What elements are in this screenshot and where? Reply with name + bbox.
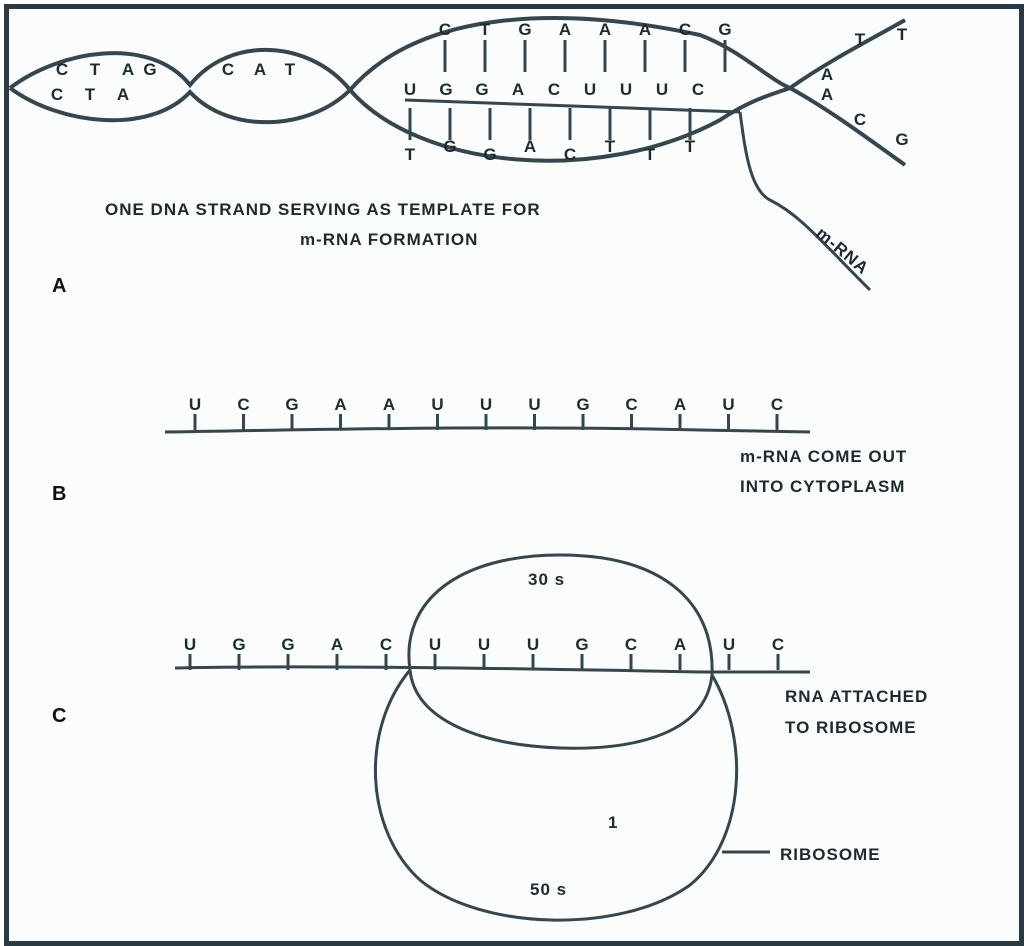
base-letter: C	[222, 60, 234, 79]
section-letter-c: C	[52, 705, 66, 727]
base-letter: T	[897, 25, 908, 44]
section-letter-b: B	[52, 483, 66, 505]
base-letter: A	[821, 65, 833, 84]
dna-helix	[8, 16, 907, 292]
base-letter: T	[85, 85, 96, 104]
base-letter: U	[620, 80, 632, 99]
base-letter: U	[480, 395, 492, 414]
mrna-strand-c	[174, 665, 810, 674]
base-letter: T	[605, 137, 616, 156]
mrna-strand-label: m-RNA	[812, 224, 872, 279]
large-subunit-label: 50 s	[530, 880, 567, 899]
ribosome-small-subunit	[407, 553, 714, 750]
caption-c-line2: TO RIBOSOME	[785, 718, 917, 737]
base-letter: U	[404, 80, 416, 99]
caption-b-line2: INTO CYTOPLASM	[740, 477, 905, 496]
caption-a-line2: m-RNA FORMATION	[300, 230, 478, 249]
base-letter: G	[285, 395, 298, 414]
ribosome-label: RIBOSOME	[780, 845, 881, 864]
base-letter: G	[443, 137, 456, 156]
base-letter: C	[237, 395, 249, 414]
base-letter: C	[56, 60, 68, 79]
base-letter: A	[559, 20, 571, 39]
base-letter: C	[625, 395, 637, 414]
base-letter: C	[771, 395, 783, 414]
caption-a-line1: ONE DNA STRAND SERVING AS TEMPLATE FOR	[105, 200, 541, 219]
base-letter: A	[122, 60, 134, 79]
base-letter: T	[90, 60, 101, 79]
base-letter: T	[685, 137, 696, 156]
base-letter: A	[599, 20, 611, 39]
base-letter: A	[674, 635, 686, 654]
base-letter: U	[528, 395, 540, 414]
base-letter: A	[117, 85, 129, 104]
base-letter: T	[480, 20, 491, 39]
caption-b-line1: m-RNA COME OUT	[740, 447, 907, 466]
base-letter: A	[639, 20, 651, 39]
base-letter: C	[772, 635, 784, 654]
base-letter: T	[405, 145, 416, 164]
small-subunit-label: 30 s	[528, 570, 565, 589]
base-letter: U	[184, 635, 196, 654]
caption-c-line1: RNA ATTACHED	[785, 687, 928, 706]
base-letter: A	[512, 80, 524, 99]
base-letter: G	[518, 20, 531, 39]
base-letter: U	[431, 395, 443, 414]
base-letter: C	[380, 635, 392, 654]
base-letter: U	[656, 80, 668, 99]
base-letter: G	[576, 395, 589, 414]
base-letter: C	[51, 85, 63, 104]
mrna-strand-b	[164, 426, 811, 434]
base-letter: G	[475, 80, 488, 99]
base-letter: A	[524, 137, 536, 156]
base-letter: C	[548, 80, 560, 99]
base-letter: G	[575, 635, 588, 654]
base-letter: T	[645, 145, 656, 164]
base-letter: A	[821, 85, 833, 104]
base-letter: G	[718, 20, 731, 39]
site-marker: 1	[608, 813, 618, 832]
base-letter: A	[674, 395, 686, 414]
base-letter: C	[679, 20, 691, 39]
base-letter: U	[722, 395, 734, 414]
base-letter: G	[232, 635, 245, 654]
base-letter: A	[383, 395, 395, 414]
base-letter: C	[625, 635, 637, 654]
base-letter: U	[429, 635, 441, 654]
base-letter: U	[584, 80, 596, 99]
base-letter: G	[895, 130, 908, 149]
base-letter: C	[854, 110, 866, 129]
base-letter: G	[281, 635, 294, 654]
section-letter-a: A	[52, 275, 66, 297]
base-letter: C	[692, 80, 704, 99]
base-letter: U	[478, 635, 490, 654]
base-letter: U	[723, 635, 735, 654]
right-twist-bases: A T T A C G	[821, 25, 909, 149]
ribosome-large-subunit	[374, 669, 739, 922]
base-letter: G	[143, 60, 156, 79]
base-letter: C	[439, 20, 451, 39]
base-letter: C	[564, 145, 576, 164]
base-letter: T	[855, 30, 866, 49]
base-letter: U	[527, 635, 539, 654]
base-letter: T	[285, 60, 296, 79]
base-letter: U	[189, 395, 201, 414]
base-letter: A	[331, 635, 343, 654]
base-letter: G	[483, 145, 496, 164]
base-letter: G	[439, 80, 452, 99]
base-letter: A	[254, 60, 266, 79]
base-letter: A	[334, 395, 346, 414]
